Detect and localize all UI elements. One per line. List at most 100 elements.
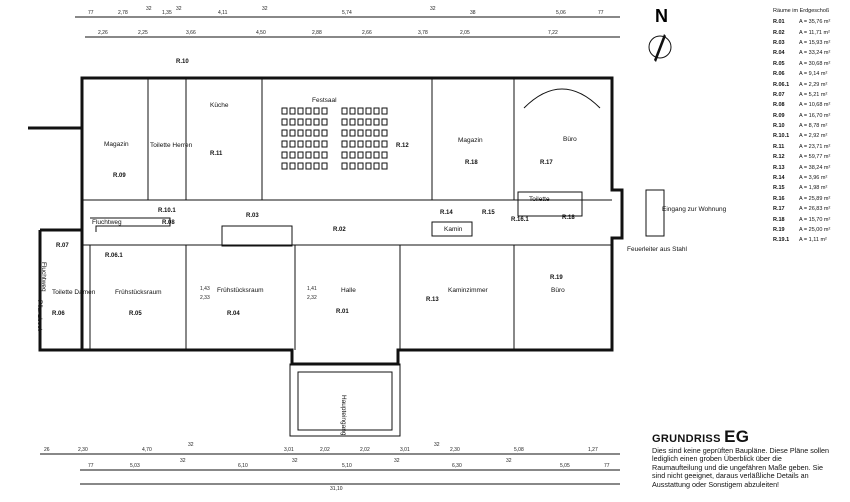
chair bbox=[313, 151, 320, 159]
room-toilette-damen: Toilette Damen bbox=[52, 289, 96, 296]
chair bbox=[289, 118, 296, 126]
legend-room-id: R.03 bbox=[773, 39, 785, 46]
legend-room-area: A = 30,68 m² bbox=[799, 60, 831, 67]
room-id-r19: R.19 bbox=[550, 275, 563, 281]
legend-room-area: A = 8,78 m² bbox=[799, 123, 828, 130]
legend-room-area: A = 2,92 m² bbox=[799, 133, 828, 140]
legend-room-area: A = 23,71 m² bbox=[799, 143, 831, 150]
room-id-r01: R.01 bbox=[336, 309, 349, 315]
chair bbox=[365, 140, 372, 148]
label-pflanzbeet: Pflanzbeet bbox=[36, 300, 43, 331]
room-buero-bottom: Büro bbox=[551, 287, 565, 294]
legend-room-id: R.15 bbox=[773, 185, 785, 192]
room-id-r08: R.08 bbox=[162, 220, 175, 226]
chair bbox=[373, 107, 380, 115]
room-id-r02: R.02 bbox=[333, 227, 346, 233]
svg-text:2,05: 2,05 bbox=[460, 30, 470, 36]
room-kueche: Küche bbox=[210, 102, 229, 109]
chair bbox=[313, 140, 320, 148]
svg-text:32: 32 bbox=[176, 6, 182, 12]
label-feuerleiter: Feuerleiter aus Stahl bbox=[627, 246, 688, 253]
svg-text:6,30: 6,30 bbox=[452, 463, 462, 469]
room-fruehstueck-2: Frühstücksraum bbox=[217, 287, 264, 294]
room-id-r10: R.10 bbox=[176, 59, 189, 65]
legend-room-id: R.19.1 bbox=[773, 237, 790, 244]
room-buero-top: Büro bbox=[563, 136, 577, 143]
inner-dimensions: 1,43 2,33 1,41 2,32 bbox=[200, 286, 317, 301]
chair bbox=[313, 129, 320, 137]
svg-text:32: 32 bbox=[434, 442, 440, 448]
chair bbox=[349, 107, 356, 115]
top-dimension-labels: 77 2,78 32 1,35 32 4,11 32 5,74 32 38 5,… bbox=[88, 6, 604, 36]
svg-text:5,05: 5,05 bbox=[560, 463, 570, 469]
chair bbox=[373, 118, 380, 126]
room-id-r14: R.14 bbox=[440, 210, 453, 216]
chair bbox=[289, 151, 296, 159]
legend-room-id: R.12 bbox=[773, 154, 785, 161]
chair bbox=[313, 118, 320, 126]
legend-room-area: A = 15,70 m² bbox=[799, 216, 831, 223]
chair bbox=[313, 107, 320, 115]
north-label: N bbox=[655, 6, 668, 26]
room-kamin: Kamin bbox=[444, 226, 463, 233]
legend-room-area: A = 26,83 m² bbox=[799, 206, 831, 213]
legend-room-id: R.19 bbox=[773, 227, 785, 233]
chair bbox=[289, 140, 296, 148]
chair bbox=[373, 129, 380, 137]
chair bbox=[349, 151, 356, 159]
chair bbox=[341, 151, 348, 159]
top-dimension-lines bbox=[75, 16, 620, 38]
legend-room-area: A = 33,24 m² bbox=[799, 50, 831, 57]
chair bbox=[281, 107, 288, 115]
svg-text:2,66: 2,66 bbox=[362, 30, 372, 36]
chair bbox=[381, 151, 388, 159]
chair bbox=[297, 107, 304, 115]
room-magazin-right: Magazin bbox=[458, 137, 483, 144]
svg-text:2,30: 2,30 bbox=[450, 447, 460, 453]
svg-text:2,88: 2,88 bbox=[312, 30, 322, 36]
chair bbox=[357, 140, 364, 148]
svg-text:38: 38 bbox=[470, 10, 476, 16]
chair bbox=[381, 140, 388, 148]
legend-room-area: A = 2,29 m² bbox=[799, 81, 828, 88]
legend-header: Räume im Erdgeschoß bbox=[773, 8, 830, 14]
legend-room-id: R.02 bbox=[773, 29, 785, 36]
chair bbox=[357, 129, 364, 137]
svg-text:2,26: 2,26 bbox=[98, 30, 108, 36]
room-labels: Magazin R.09 Toilette Herren R.10 R.10.1… bbox=[36, 59, 727, 436]
legend-room-area: A = 11,71 m² bbox=[799, 29, 830, 36]
legend-room-area: A = 59,77 m² bbox=[799, 154, 831, 161]
north-arrow: N bbox=[648, 6, 672, 62]
chair bbox=[341, 129, 348, 137]
chair bbox=[365, 118, 372, 126]
svg-text:32: 32 bbox=[430, 6, 436, 12]
svg-text:3,66: 3,66 bbox=[186, 30, 196, 36]
room-id-r12: R.12 bbox=[396, 143, 409, 149]
chair bbox=[313, 162, 320, 170]
chair bbox=[321, 151, 328, 159]
room-toilette-herren: Toilette Herren bbox=[150, 142, 193, 149]
chair bbox=[357, 107, 364, 115]
svg-text:5,10: 5,10 bbox=[342, 463, 352, 469]
room-id-r06: R.06 bbox=[52, 311, 65, 317]
chair bbox=[321, 118, 328, 126]
legend-row: R.02 A = 11,71 m² bbox=[773, 27, 848, 37]
svg-text:32: 32 bbox=[506, 458, 512, 464]
legend-room-area: A = 25,00 m² bbox=[799, 227, 831, 233]
room-id-r13: R.13 bbox=[426, 297, 439, 303]
chair bbox=[281, 140, 288, 148]
svg-text:3,78: 3,78 bbox=[418, 30, 428, 36]
chair bbox=[297, 140, 304, 148]
chair bbox=[297, 162, 304, 170]
chair bbox=[381, 162, 388, 170]
legend-room-id: R.01 bbox=[773, 19, 785, 26]
svg-text:7,22: 7,22 bbox=[548, 30, 558, 36]
svg-text:1,27: 1,27 bbox=[588, 447, 598, 453]
chair bbox=[289, 162, 296, 170]
room-id-r04: R.04 bbox=[227, 311, 240, 317]
